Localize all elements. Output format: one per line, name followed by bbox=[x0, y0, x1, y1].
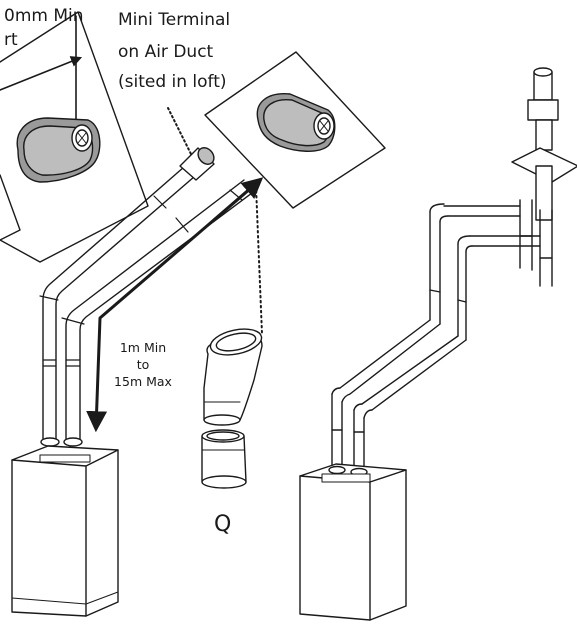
dimension-arrow bbox=[0, 56, 83, 91]
mini-terminal-icon bbox=[179, 147, 215, 181]
mini-terminal-label-line3: (sited in loft) bbox=[118, 72, 227, 92]
right-terminal-icon bbox=[256, 93, 336, 152]
fitting-q-label: Q bbox=[214, 512, 232, 537]
length-label-line3: 15m Max bbox=[114, 374, 172, 389]
right-roof-panel bbox=[204, 51, 386, 209]
vertical-terminal-system bbox=[299, 67, 577, 621]
duct-length-arrows bbox=[86, 177, 264, 433]
left-boiler bbox=[11, 445, 119, 617]
left-terminal-icon bbox=[16, 117, 101, 183]
length-label-line1: 1m Min bbox=[119, 340, 167, 355]
left-roof-panel bbox=[0, 11, 149, 263]
mini-terminal-leader bbox=[167, 107, 193, 157]
min-distance-label-line1: 0mm Min bbox=[4, 6, 84, 26]
fitting-q-leader bbox=[255, 185, 263, 335]
length-label-line2: to bbox=[136, 357, 150, 372]
twin-flue-ducts bbox=[39, 147, 257, 447]
min-distance-label-line2: rt bbox=[4, 30, 18, 50]
mini-terminal-label-line2: on Air Duct bbox=[118, 42, 214, 62]
mini-terminal-label-line1: Mini Terminal bbox=[118, 10, 231, 30]
fitting-q bbox=[201, 328, 263, 489]
